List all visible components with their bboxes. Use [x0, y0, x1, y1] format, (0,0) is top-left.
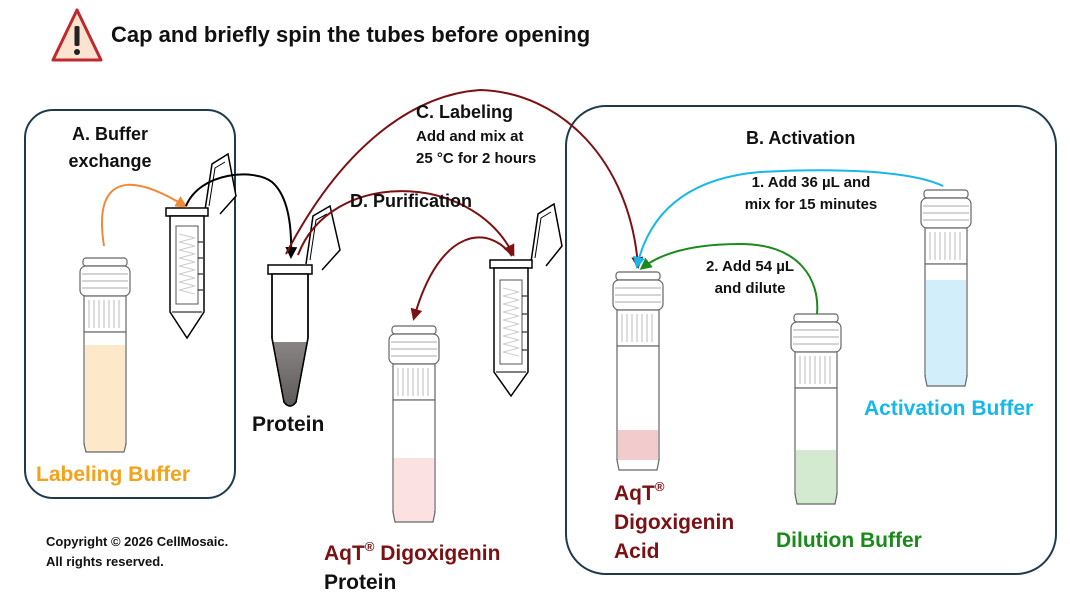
dilution-buffer-tube-icon [790, 313, 842, 505]
activation-step-2: 2. Add 54 µL and dilute [705, 258, 795, 297]
activation-box [565, 105, 1057, 575]
labeling-instructions: Add and mix at 25 °C for 2 hours [416, 128, 537, 167]
elution-arrow [410, 236, 513, 321]
buffer-exchange-label: A. Buffer exchange [68, 124, 152, 171]
warning-triangle-icon [51, 8, 103, 62]
activation-buffer-arrow [633, 169, 944, 269]
acid-tube-icon [612, 271, 664, 471]
activation-title: B. Activation [746, 128, 856, 148]
buffer-exchange-box [24, 109, 236, 499]
activation-buffer-tube-icon [920, 189, 972, 387]
copyright-notice: Copyright © 2026 CellMosaic. All rights … [46, 534, 229, 569]
product-protein-label: AqT® Digoxigenin Protein [324, 539, 501, 594]
labeling-buffer-tube-icon [79, 257, 131, 453]
spin-column-icon [165, 152, 237, 340]
labeling-title: C. Labeling [416, 102, 514, 122]
protein-label: Protein [252, 413, 325, 436]
purification-column-icon [489, 202, 563, 398]
acid-label: AqT® Digoxigenin Acid [614, 479, 735, 563]
purification-title: D. Purification [350, 191, 473, 211]
labeling-buffer-label: Labeling Buffer [36, 463, 191, 486]
warning-text: Cap and briefly spin the tubes before op… [111, 22, 591, 47]
protein-tube-icon [267, 204, 341, 407]
dilution-buffer-arrow [639, 242, 819, 315]
column-to-protein-arrow [185, 173, 298, 259]
product-protein-tube-icon [388, 325, 440, 523]
purification-arrow [297, 190, 515, 257]
dilution-buffer-label: Dilution Buffer [776, 529, 922, 552]
activation-step-1: 1. Add 36 µL and mix for 15 minutes [744, 174, 878, 213]
buffer-exchange-arrow [101, 183, 188, 247]
activation-buffer-label: Activation Buffer [864, 397, 1034, 420]
labeling-arrow [285, 88, 644, 269]
